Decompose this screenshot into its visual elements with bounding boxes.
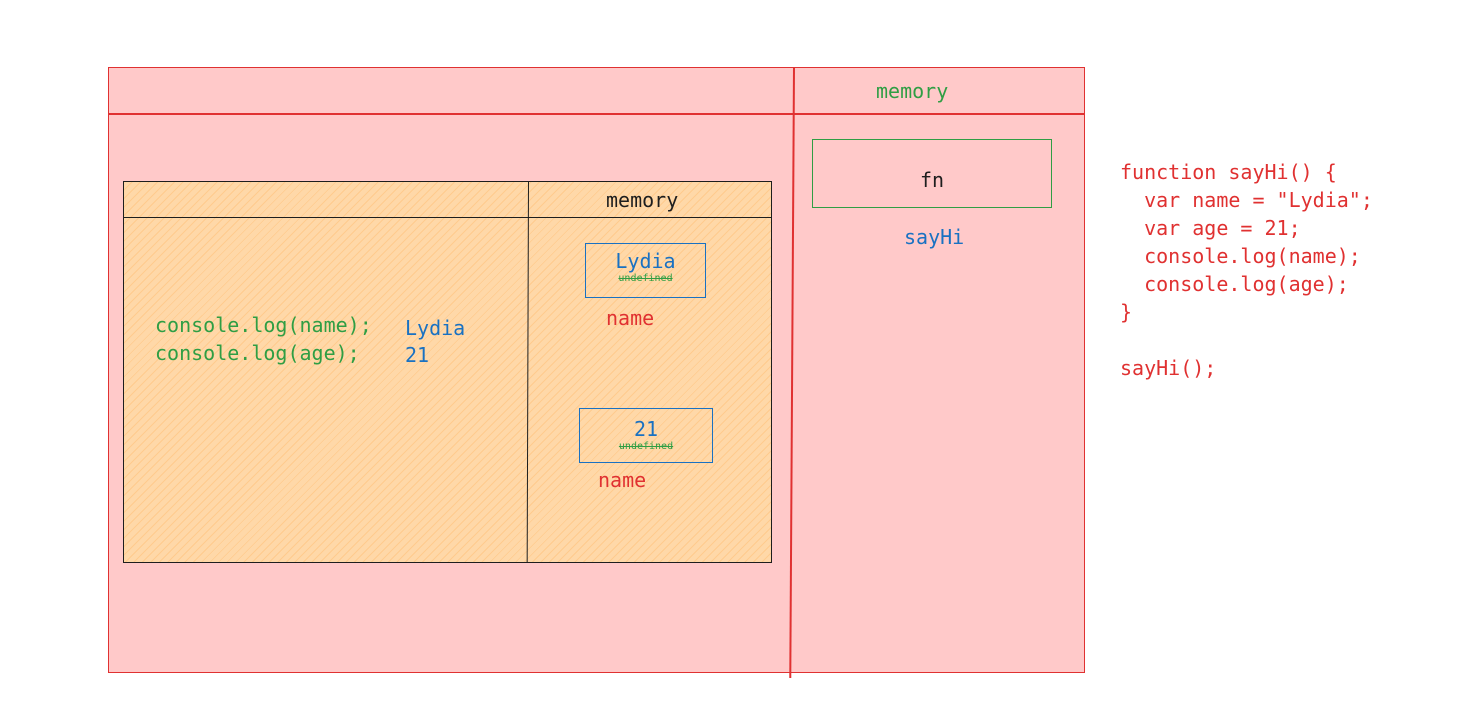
source-line: console.log(age); bbox=[1120, 272, 1349, 296]
source-line: function sayHi() { bbox=[1120, 160, 1337, 184]
source-line: sayHi(); bbox=[1120, 356, 1217, 380]
source-line: var age = 21; bbox=[1120, 216, 1301, 240]
source-line: var name = "Lydia"; bbox=[1120, 188, 1373, 212]
function-memory-header: memory bbox=[606, 188, 679, 212]
variable-box-name: Lydia undefined bbox=[585, 243, 706, 298]
source-code-block: function sayHi() { var name = "Lydia"; v… bbox=[1120, 158, 1373, 382]
global-context-header-divider bbox=[108, 113, 1085, 115]
code-line-1: console.log(name); bbox=[155, 313, 372, 337]
global-memory-header: memory bbox=[876, 79, 949, 103]
function-context-header-divider bbox=[123, 217, 772, 219]
function-object-label: sayHi bbox=[904, 225, 965, 249]
variable-label-age: name bbox=[598, 468, 647, 492]
console-output-2: 21 bbox=[405, 343, 430, 367]
source-line bbox=[1120, 326, 1373, 354]
variable-value-age: 21 bbox=[633, 417, 659, 441]
variable-value-name: Lydia bbox=[615, 249, 676, 273]
function-object-box bbox=[812, 139, 1052, 208]
source-line: console.log(name); bbox=[1120, 244, 1361, 268]
console-output-1: Lydia bbox=[405, 316, 466, 340]
variable-label-name: name bbox=[606, 306, 655, 330]
variable-previous-age: undefined bbox=[618, 441, 674, 452]
source-line: } bbox=[1120, 300, 1133, 324]
variable-previous-name: undefined bbox=[618, 273, 673, 284]
function-object-value: fn bbox=[919, 168, 945, 192]
variable-box-age: 21 undefined bbox=[579, 408, 713, 463]
function-execution-context bbox=[123, 181, 772, 563]
code-line-2: console.log(age); bbox=[155, 341, 360, 365]
